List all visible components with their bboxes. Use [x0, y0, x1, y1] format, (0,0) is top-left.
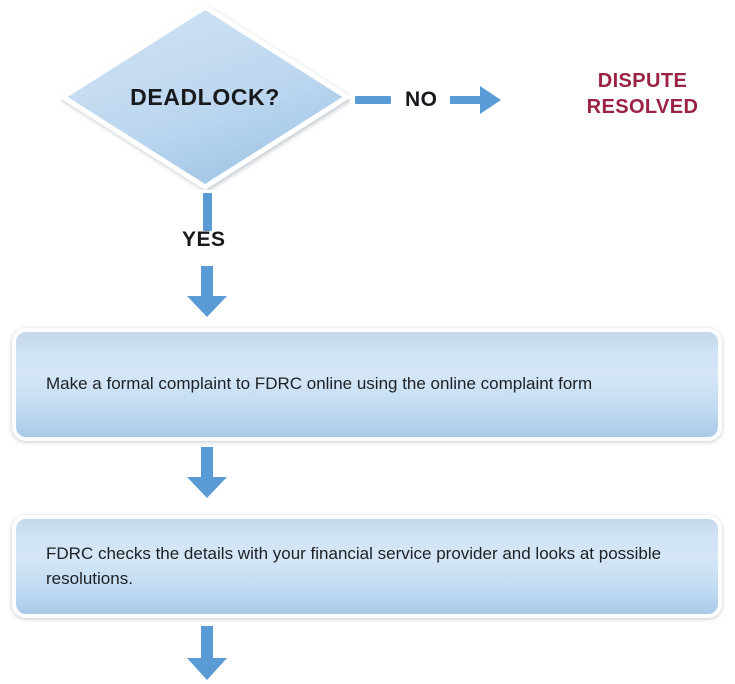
no-stub-line-icon	[355, 96, 391, 104]
decision-label: DEADLOCK?	[130, 83, 280, 110]
arrow-down-continues-icon	[187, 626, 227, 680]
process-step-2-text: FDRC checks the details with your financ…	[46, 544, 662, 588]
arrow-right-icon	[449, 86, 501, 114]
no-branch-label: NO	[405, 88, 438, 111]
no-branch-connector: NO	[355, 82, 502, 118]
arrow-down-yes-icon	[187, 266, 227, 317]
process-step-2[interactable]: FDRC checks the details with your financ…	[12, 515, 722, 618]
arrow-down-step1-to-step2-icon	[187, 447, 227, 498]
process-step-1-text: Make a formal complaint to FDRC online u…	[46, 374, 593, 394]
yes-branch-label: YES	[182, 228, 226, 251]
process-step-1[interactable]: Make a formal complaint to FDRC online u…	[12, 328, 722, 441]
dispute-resolved-terminal: DISPUTE RESOLVED	[560, 68, 725, 121]
decision-node-deadlock[interactable]: DEADLOCK?	[60, 4, 350, 190]
yes-stub-line-icon	[203, 193, 212, 231]
dispute-resolved-line-2: RESOLVED	[586, 96, 699, 119]
diamond-shape-icon	[60, 4, 350, 190]
dispute-resolved-line-1: DISPUTE	[597, 70, 688, 92]
